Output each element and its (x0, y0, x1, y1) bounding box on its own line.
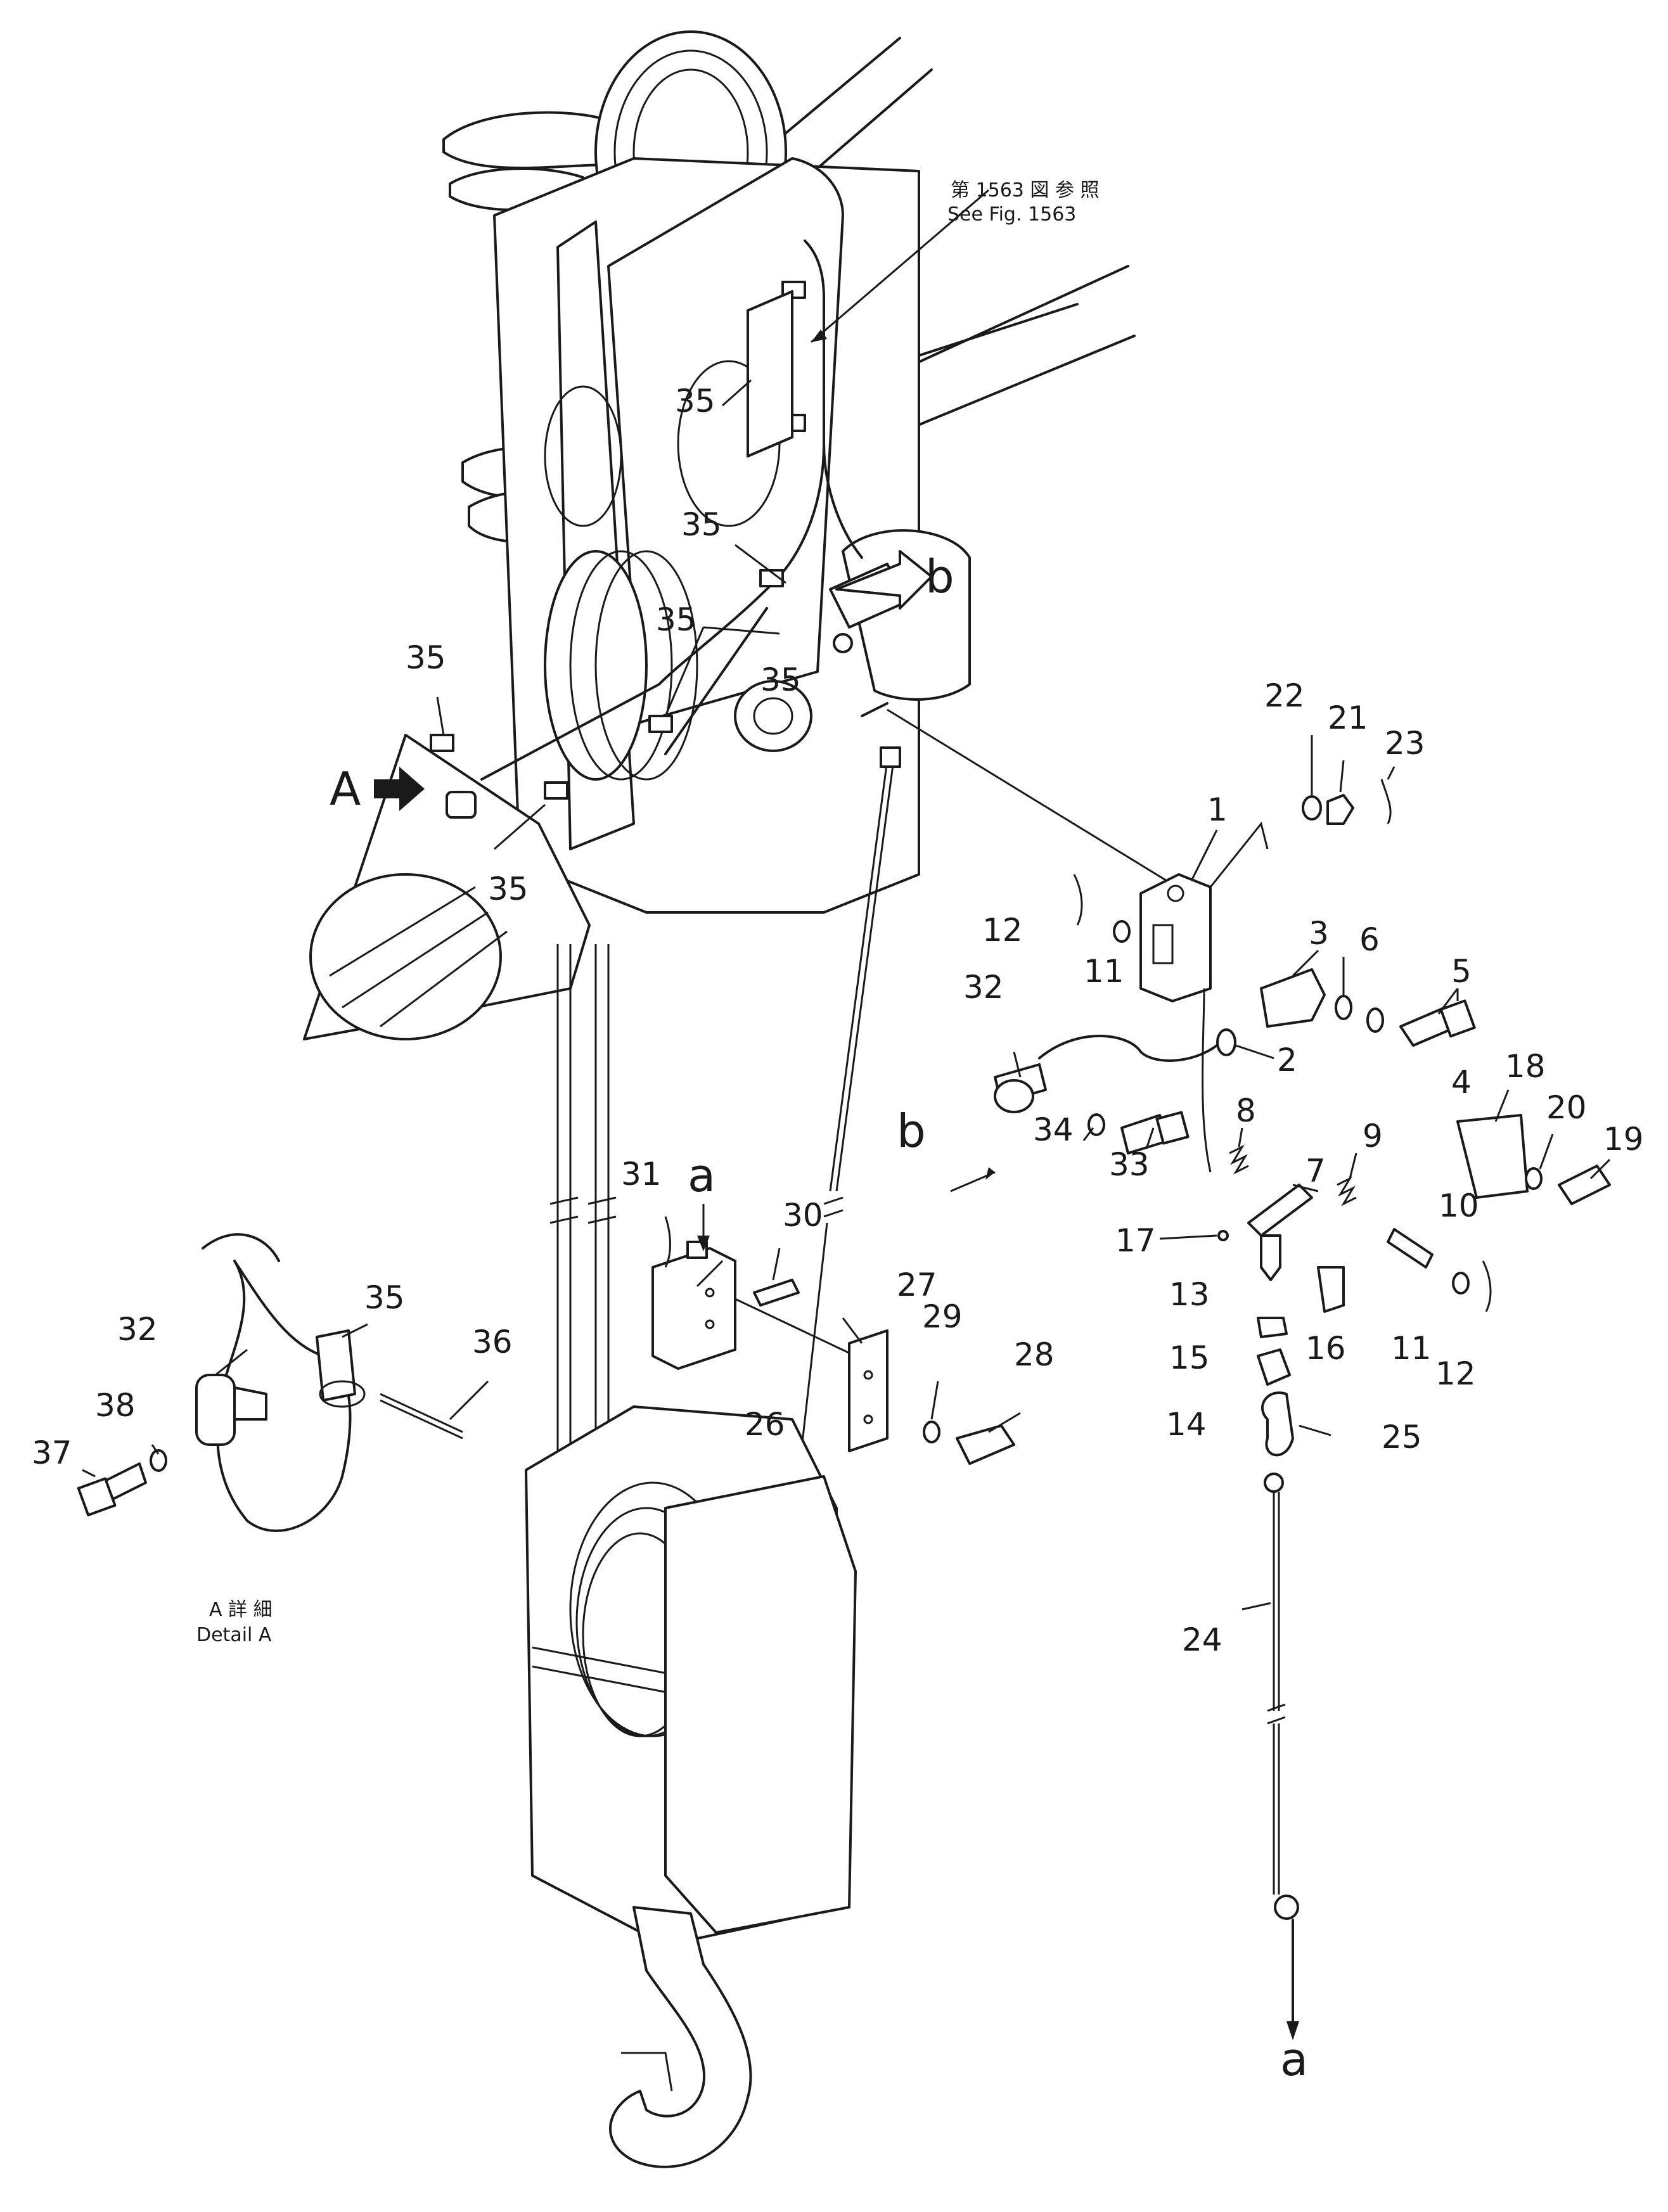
reference-jp: 第 1563 図 参 照 (951, 179, 1100, 201)
callout-35-g: 35 (760, 662, 801, 698)
callout-28: 28 (1014, 1336, 1055, 1373)
callout-19: 19 (1603, 1121, 1644, 1158)
connector-b-top: b (925, 550, 954, 603)
callout-2: 2 (1277, 1042, 1297, 1078)
callout-30: 30 (783, 1197, 823, 1234)
weight-switch-assembly (651, 1216, 1015, 1465)
callout-21: 21 (1328, 700, 1368, 736)
callout-11-bottom: 11 (1391, 1330, 1432, 1367)
view-marker-a: A (330, 762, 361, 815)
callout-36: 36 (472, 1324, 513, 1360)
detail-caption-jp: A 詳 細 (209, 1599, 273, 1621)
callout-5: 5 (1451, 953, 1472, 990)
detail-a-view (77, 1233, 463, 1532)
reference-en: See Fig. 1563 (947, 203, 1076, 226)
callout-35-detail: 35 (364, 1279, 405, 1316)
callout-15: 15 (1169, 1339, 1210, 1376)
callout-23: 23 (1385, 725, 1425, 762)
callout-3: 3 (1309, 915, 1329, 952)
connector-a-top: a (688, 1149, 715, 1202)
detail-a-arrow-icon (374, 767, 425, 811)
callout-32-main: 32 (963, 969, 1004, 1006)
callout-13: 13 (1169, 1276, 1210, 1313)
callout-4: 4 (1451, 1064, 1472, 1101)
connector-a-bottom: a (1280, 2033, 1308, 2086)
callout-35-d: 35 (406, 639, 446, 676)
callout-25: 25 (1382, 1419, 1422, 1455)
callout-17: 17 (1115, 1222, 1156, 1259)
callout-29: 29 (922, 1298, 963, 1335)
limit-switch-assembly (950, 779, 1611, 2040)
callout-14: 14 (1166, 1406, 1207, 1443)
callout-35-a: 35 (675, 383, 715, 419)
callout-24: 24 (1182, 1621, 1222, 1658)
reference-arrow-icon (811, 189, 989, 343)
callout-9: 9 (1363, 1118, 1383, 1154)
callout-22: 22 (1264, 677, 1305, 714)
callout-6: 6 (1359, 921, 1380, 958)
callout-16: 16 (1306, 1330, 1346, 1367)
callout-1: 1 (1207, 791, 1228, 828)
callout-11-top: 11 (1084, 953, 1124, 990)
callout-35-b: 35 (681, 506, 722, 543)
callout-27: 27 (897, 1267, 937, 1303)
callout-33: 33 (1109, 1146, 1150, 1183)
b-arrow-icon (835, 550, 933, 610)
callout-12-bottom: 12 (1435, 1355, 1476, 1392)
callout-38: 38 (95, 1387, 136, 1424)
hook-block-assembly (525, 746, 901, 2168)
callout-leaders (82, 379, 1611, 1611)
callout-35-c: 35 (656, 601, 696, 638)
callout-31: 31 (621, 1156, 662, 1192)
callout-12-top: 12 (982, 912, 1023, 949)
callout-34: 34 (1033, 1111, 1074, 1148)
detail-caption-en: Detail A (196, 1624, 272, 1646)
text-labels: 第 1563 図 参 照 See Fig. 1563 A A 詳 細 Detai… (32, 179, 1644, 2086)
boom-head-assembly (303, 30, 1198, 1040)
callout-8: 8 (1236, 1092, 1256, 1129)
callout-20: 20 (1546, 1089, 1587, 1126)
callout-7: 7 (1306, 1153, 1326, 1189)
callout-37: 37 (32, 1435, 72, 1471)
callout-26: 26 (745, 1406, 785, 1443)
callout-35-e: 35 (488, 871, 529, 907)
callout-32-detail: 32 (117, 1311, 158, 1348)
callout-10: 10 (1439, 1187, 1479, 1224)
callout-18: 18 (1505, 1048, 1546, 1085)
connector-b-left: b (897, 1104, 926, 1158)
